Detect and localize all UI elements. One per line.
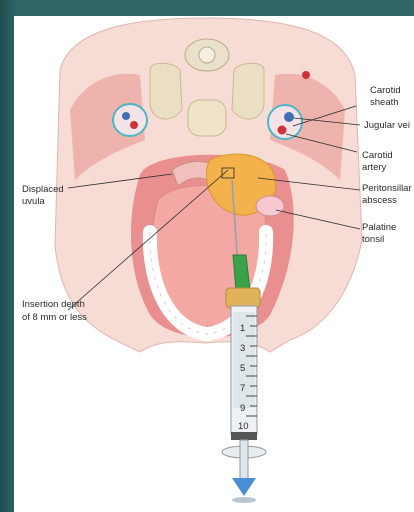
small-vessel	[302, 71, 310, 79]
label-jugular-vein: Jugular vei	[364, 120, 410, 131]
left-jugular-dot	[122, 112, 130, 120]
label-palatine-2: tonsil	[362, 234, 384, 245]
label-palatine-1: Palatine	[362, 222, 396, 233]
scale-9: 9	[240, 403, 245, 414]
plunger-arrow-icon	[232, 478, 256, 496]
vertebral-disc	[188, 100, 226, 136]
right-jugular-vein	[284, 112, 294, 122]
label-insertion-2: of 8 mm or less	[22, 312, 87, 323]
label-carotid-sheath-1: Carotid	[370, 85, 401, 96]
scale-3: 3	[240, 343, 245, 354]
label-carotid-artery-1: Carotid	[362, 150, 393, 161]
label-carotid-sheath-2: sheath	[370, 97, 399, 108]
plunger-base	[232, 497, 256, 503]
palatine-tonsil	[256, 196, 284, 216]
scale-5: 5	[240, 363, 245, 374]
right-carotid-artery	[278, 126, 287, 135]
scale-7: 7	[240, 383, 245, 394]
cervical-vertebra-body	[150, 63, 182, 119]
scale-10: 10	[238, 421, 249, 432]
syringe-plunger-stopper	[231, 432, 257, 440]
label-insertion-1: Insertion depth	[22, 299, 85, 310]
plunger-rod	[240, 440, 248, 480]
label-peritonsillar-2: abscess	[362, 195, 397, 206]
syringe-cap	[226, 288, 260, 308]
label-carotid-artery-2: artery	[362, 162, 387, 173]
scale-1: 1	[240, 323, 245, 334]
label-uvula-2: uvula	[22, 196, 45, 207]
label-uvula-1: Displaced	[22, 184, 64, 195]
left-carotid-sheath	[113, 104, 147, 136]
spinal-canal	[199, 47, 215, 63]
cervical-vertebra-body-right	[232, 63, 264, 119]
label-peritonsillar-1: Peritonsillar	[362, 183, 412, 194]
left-artery-dot	[130, 121, 138, 129]
right-carotid-sheath	[268, 105, 302, 139]
